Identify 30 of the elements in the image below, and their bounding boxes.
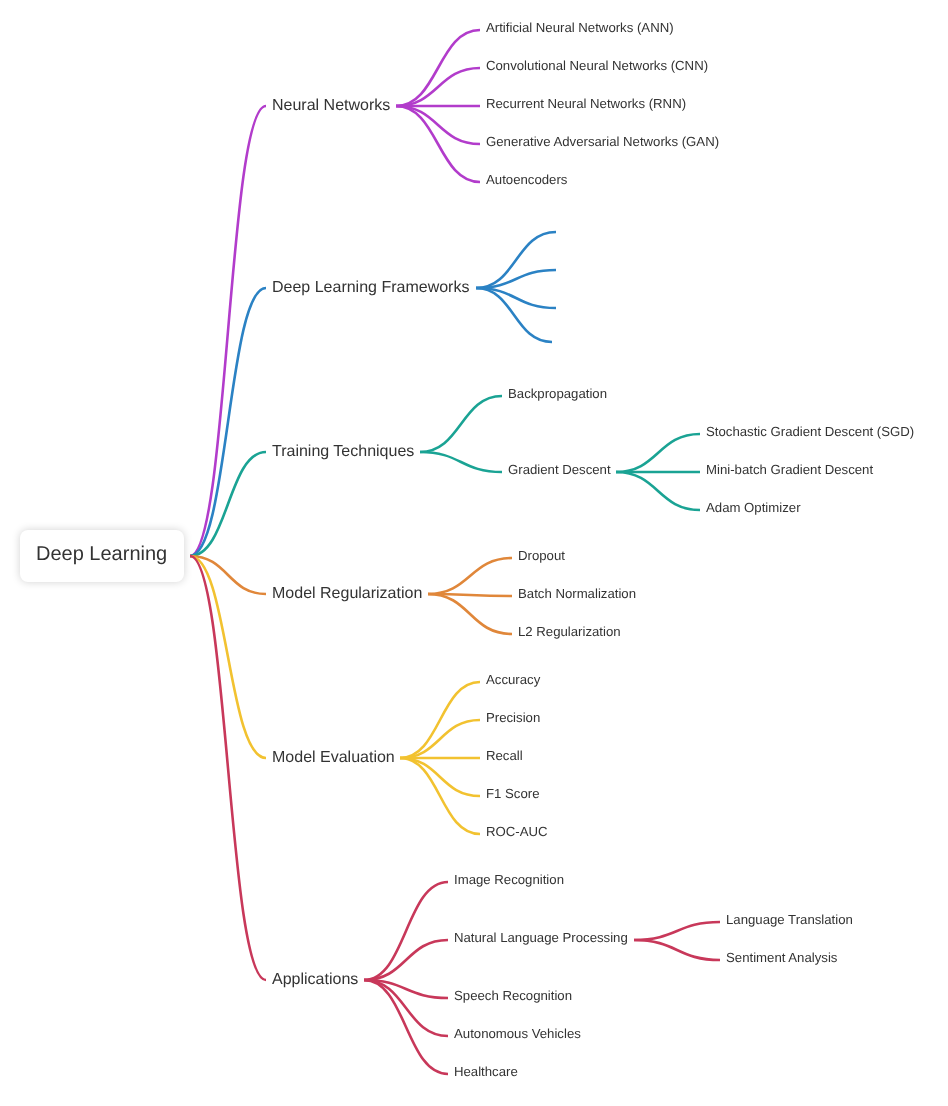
branch-connector [615, 432, 701, 474]
branch-connector [395, 66, 481, 108]
branch-connector [189, 554, 267, 596]
branch-connector [427, 592, 513, 636]
branch-connector [419, 450, 503, 474]
branch-topic: Model Regularization [272, 584, 423, 604]
branch-connector [189, 555, 267, 981]
branch-topic: Applications [272, 970, 359, 990]
branch-connector [363, 978, 449, 1076]
branch-connector [419, 394, 503, 454]
branch-connector [189, 450, 267, 558]
branch-connector [427, 556, 513, 596]
branch-topic: Neural Networks [272, 96, 391, 116]
branch-topic: Model Evaluation [272, 748, 395, 768]
branch-topic: Training Techniques [272, 442, 415, 462]
branch-connector [399, 718, 481, 760]
branch-topic: Deep Learning Frameworks [272, 278, 470, 298]
branch-connector [189, 554, 267, 760]
branch-connector [395, 28, 481, 108]
branch-connector [189, 286, 267, 558]
branch-connector [475, 286, 553, 344]
branch-connector [475, 230, 557, 290]
branch-connector [399, 680, 481, 760]
branch-connector [633, 938, 721, 962]
branch-connector [615, 470, 701, 512]
branch-connector [363, 938, 449, 982]
branch-connector [395, 104, 481, 184]
branch-connector [189, 105, 267, 557]
branch-connector [399, 756, 481, 836]
central-topic-card: Deep Learning [20, 530, 184, 582]
